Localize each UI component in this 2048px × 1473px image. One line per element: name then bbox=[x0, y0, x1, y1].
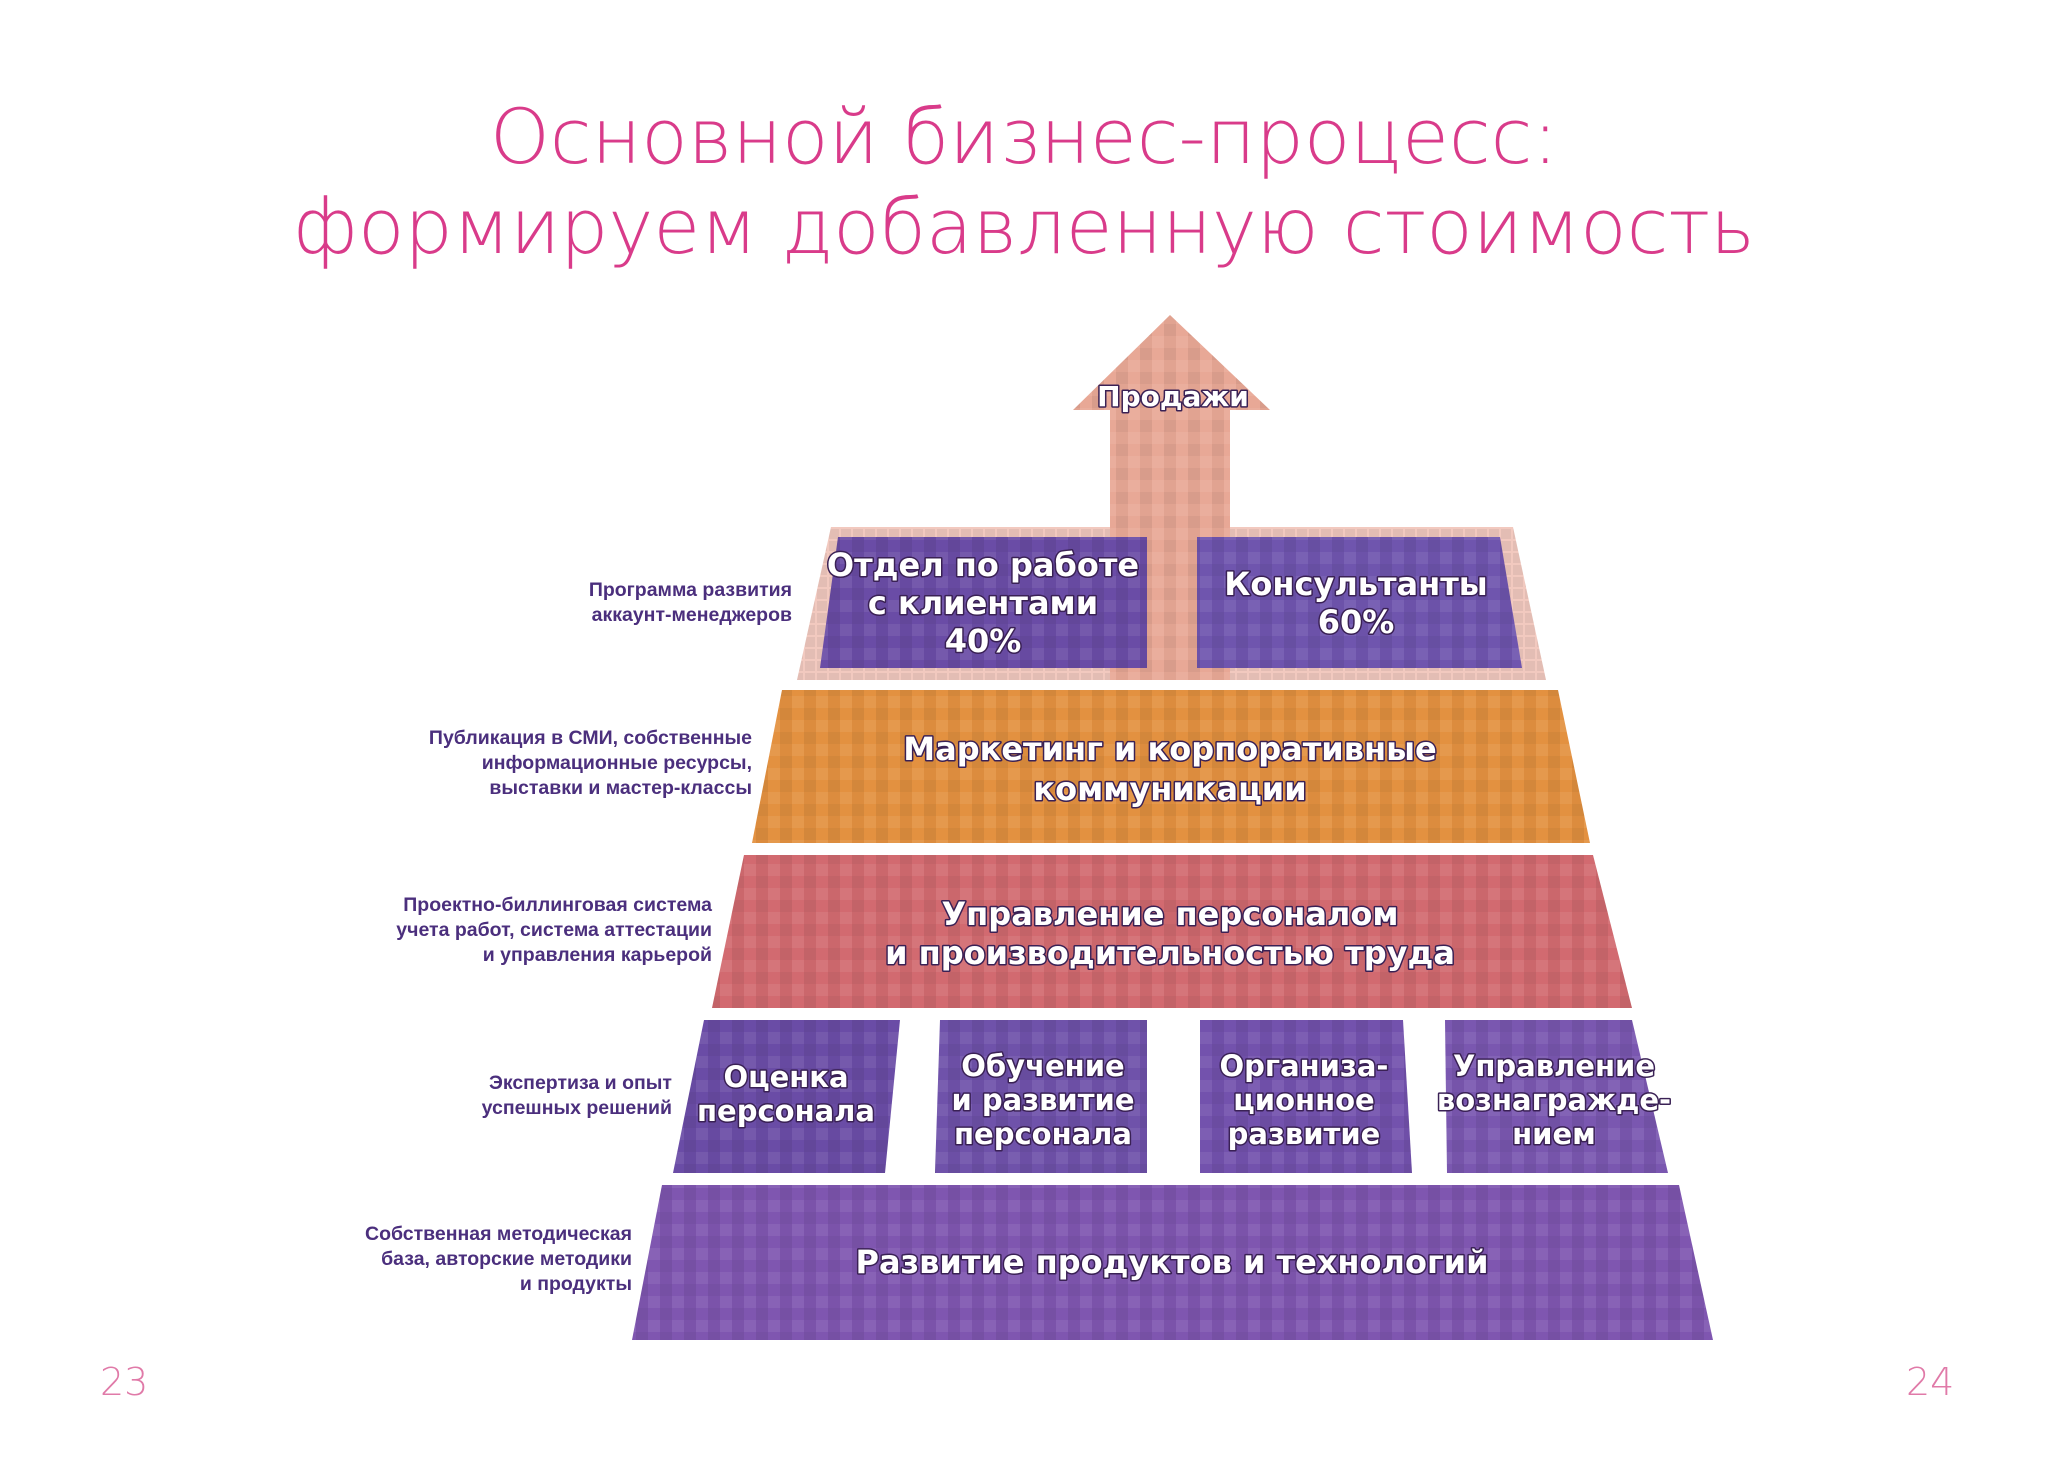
block-marketing-line-1: Маркетинг и корпоративные bbox=[903, 730, 1436, 768]
title-line-2: формируем добавленную стоимость bbox=[293, 182, 1755, 271]
side-label-billing-system: Проектно-биллинговая система учета работ… bbox=[396, 894, 712, 966]
block-consultants-line-2: 60% bbox=[1318, 603, 1395, 641]
block-reward-management bbox=[1445, 1020, 1668, 1173]
block-org-development-line-1: Организа- bbox=[1220, 1049, 1389, 1083]
block-personnel-assessment-line-2: персонала bbox=[697, 1094, 875, 1128]
block-training-line-3: персонала bbox=[954, 1117, 1132, 1151]
block-consultants-line-1: Консультанты bbox=[1224, 565, 1487, 603]
page-number-right: 24 bbox=[1906, 1360, 1955, 1404]
side-label-account-program: Программа развития аккаунт-менеджеров bbox=[588, 579, 792, 626]
side-label-media: Публикация в СМИ, собственные информацио… bbox=[428, 727, 752, 799]
block-org-development bbox=[1200, 1020, 1412, 1173]
side-label-expertise: Экспертиза и опыт успешных решений bbox=[481, 1072, 672, 1119]
block-product-development-line-1: Развитие продуктов и технологий bbox=[856, 1243, 1489, 1281]
block-product-development bbox=[632, 1185, 1713, 1340]
block-marketing-line-2: коммуникации bbox=[1033, 770, 1306, 808]
block-client-department-line-3: 40% bbox=[945, 622, 1022, 660]
block-reward-management-line-3: нием bbox=[1512, 1117, 1596, 1151]
arrow-label: Продажи bbox=[1097, 380, 1249, 413]
block-reward-management-line-2: вознагражде- bbox=[1437, 1083, 1671, 1117]
block-personnel-management bbox=[712, 855, 1632, 1008]
page-title: Основной бизнес-процесс: формируем добав… bbox=[0, 92, 2048, 272]
block-client-department-line-1: Отдел по работе bbox=[827, 546, 1139, 584]
block-client-department bbox=[820, 537, 1147, 668]
block-personnel-assessment-line-1: Оценка bbox=[723, 1060, 848, 1094]
page-number-left: 23 bbox=[100, 1360, 149, 1404]
block-org-development-line-2: ционное bbox=[1233, 1083, 1374, 1117]
title-line-1: Основной бизнес-процесс: bbox=[489, 92, 1559, 181]
block-training bbox=[935, 1020, 1147, 1173]
block-reward-management-line-1: Управление bbox=[1453, 1049, 1655, 1083]
block-personnel-management-line-2: и производительностью труда bbox=[885, 934, 1455, 972]
block-training-line-1: Обучение bbox=[961, 1049, 1124, 1083]
block-training-line-2: и развитие bbox=[951, 1083, 1134, 1117]
block-personnel-assessment bbox=[673, 1020, 900, 1173]
block-consultants bbox=[1197, 537, 1522, 668]
block-marketing bbox=[752, 690, 1590, 843]
block-personnel-management-line-1: Управление персоналом bbox=[942, 895, 1399, 933]
block-client-department-line-2: с клиентами bbox=[868, 584, 1098, 622]
side-label-methodology: Собственная методическая база, авторские… bbox=[364, 1223, 632, 1295]
block-org-development-line-3: развитие bbox=[1228, 1117, 1381, 1151]
